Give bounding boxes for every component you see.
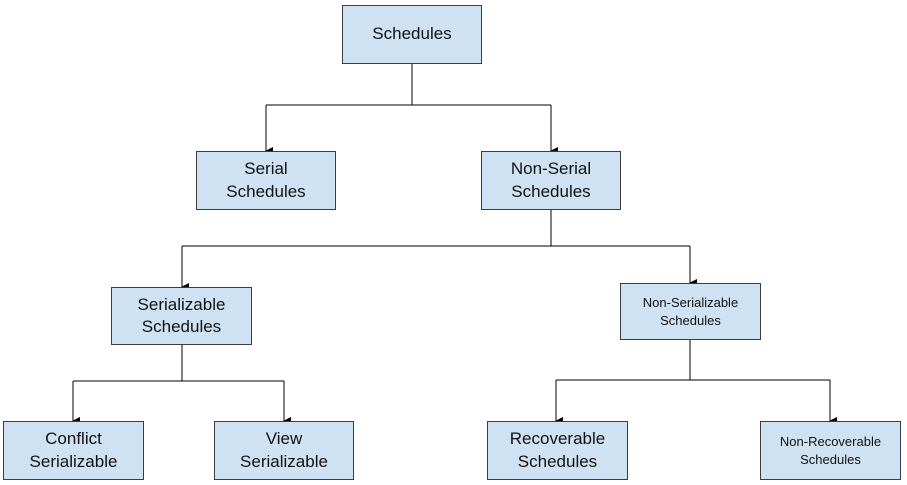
node-non-recoverable-schedules: Non-Recoverable Schedules bbox=[760, 421, 901, 480]
node-serial-schedules: Serial Schedules bbox=[196, 151, 336, 210]
node-non-recoverable-schedules-line2: Schedules bbox=[800, 451, 861, 467]
node-serializable-schedules: Serializable Schedules bbox=[111, 287, 252, 345]
node-recoverable-schedules-line1: Recoverable bbox=[509, 429, 606, 449]
node-recoverable-schedules-line2: Schedules bbox=[517, 451, 598, 471]
node-schedules-label: Schedules bbox=[372, 23, 451, 45]
node-non-serializable-schedules-line1: Non-Serializable bbox=[642, 294, 739, 310]
node-serial-schedules-line2: Schedules bbox=[226, 181, 306, 201]
node-serializable-schedules-label: Serializable Schedules bbox=[138, 294, 226, 338]
node-serializable-schedules-line2: Schedules bbox=[141, 317, 222, 336]
node-conflict-serializable-label: Conflict Serializable bbox=[30, 428, 118, 472]
node-serial-schedules-label: Serial Schedules bbox=[226, 158, 305, 202]
node-non-serializable-schedules-line2: Schedules bbox=[660, 312, 721, 328]
node-non-serializable-schedules-label: Non-Serializable Schedules bbox=[643, 294, 738, 329]
node-recoverable-schedules: Recoverable Schedules bbox=[487, 421, 628, 480]
node-non-recoverable-schedules-line1: Non-Recoverable bbox=[779, 433, 882, 449]
node-view-serializable-line1: View bbox=[265, 429, 303, 449]
node-serializable-schedules-line1: Serializable bbox=[137, 294, 226, 314]
node-non-serial-schedules-line2: Schedules bbox=[511, 181, 591, 201]
node-conflict-serializable-line2: Serializable bbox=[29, 451, 118, 471]
node-conflict-serializable-line1: Conflict bbox=[45, 429, 102, 449]
node-non-serial-schedules-label: Non-Serial Schedules bbox=[511, 158, 591, 202]
node-view-serializable: View Serializable bbox=[214, 421, 354, 480]
node-view-serializable-label: View Serializable bbox=[240, 428, 328, 472]
node-non-recoverable-schedules-label: Non-Recoverable Schedules bbox=[780, 433, 881, 468]
node-non-serial-schedules: Non-Serial Schedules bbox=[481, 151, 621, 210]
node-conflict-serializable: Conflict Serializable bbox=[3, 421, 144, 480]
node-view-serializable-line2: Serializable bbox=[240, 451, 328, 471]
node-serial-schedules-line1: Serial bbox=[244, 159, 288, 179]
node-schedules: Schedules bbox=[342, 5, 482, 64]
node-schedules-line1: Schedules bbox=[372, 24, 452, 44]
node-non-serial-schedules-line1: Non-Serial bbox=[510, 159, 592, 179]
node-recoverable-schedules-label: Recoverable Schedules bbox=[510, 428, 605, 472]
node-non-serializable-schedules: Non-Serializable Schedules bbox=[620, 283, 761, 340]
